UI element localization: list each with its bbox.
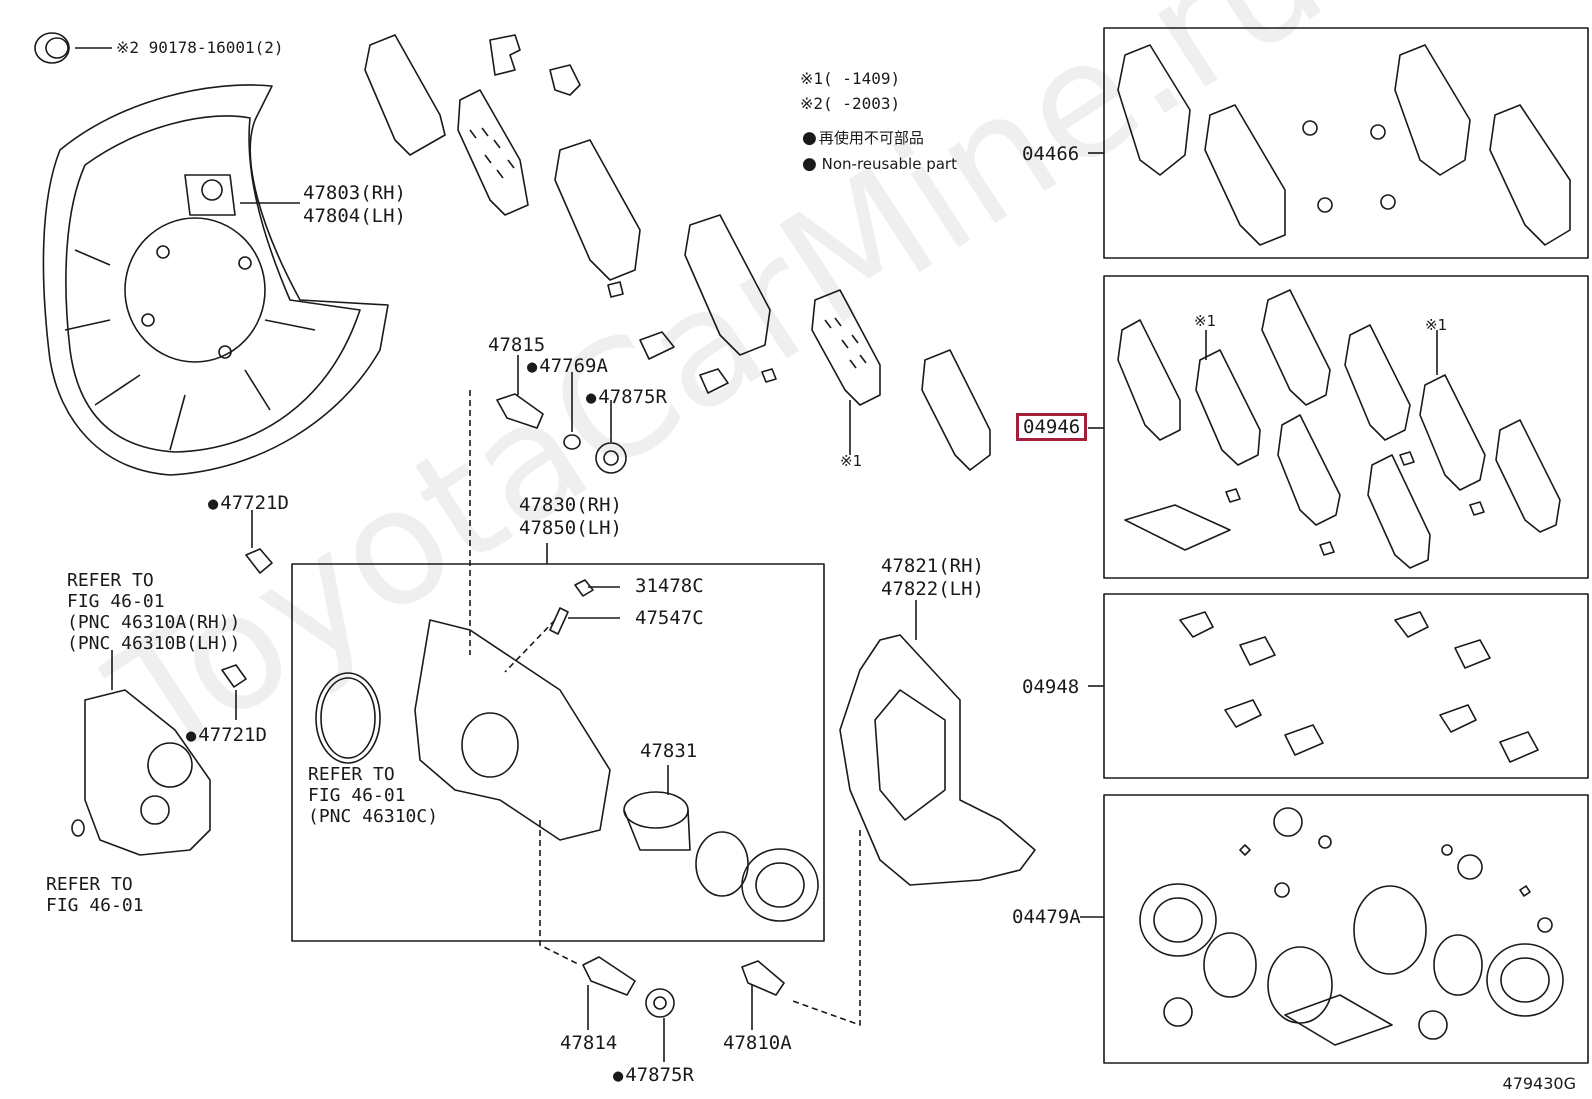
figure-code: 479430G (1502, 1074, 1576, 1093)
label-47814[interactable]: 47814 (560, 1032, 618, 1054)
kit-04946-parts (1117, 289, 1561, 569)
refer-plug[interactable]: REFER TO FIG 46-01 (46, 874, 144, 916)
kit-label-04948[interactable]: 04948 (1022, 676, 1080, 698)
kit-label-04946[interactable]: 04946 (1016, 413, 1088, 441)
star-note-kit-a: ※1 (1194, 312, 1217, 330)
refer-ring[interactable]: REFER TO FIG 46-01 (PNC 46310C) (308, 764, 439, 827)
nut-icon (34, 32, 112, 64)
label-47769A[interactable]: 47769A (527, 357, 608, 376)
note-star1: ※1( -1409) (800, 69, 901, 88)
kit-box-04466 (1103, 27, 1589, 259)
label-47821-rh[interactable]: 47821(RH) (881, 555, 984, 577)
star-note-kit-b: ※1 (1425, 316, 1448, 334)
kit-box-04948 (1103, 593, 1589, 779)
label-47831[interactable]: 47831 (640, 740, 698, 762)
label-47721D-a[interactable]: 47721D (208, 494, 289, 513)
label-47547C[interactable]: 47547C (635, 607, 704, 629)
refer-actuator[interactable]: REFER TO FIG 46-01 (PNC 46310A(RH)) (PNC… (67, 570, 241, 654)
kit-04479A-parts (1139, 807, 1564, 1046)
caliper-drawing (315, 579, 819, 922)
label-nut-90178[interactable]: ※2 90178-16001(2) (116, 38, 284, 57)
kit-label-04466[interactable]: 04466 (1022, 143, 1080, 165)
label-47875R-bottom[interactable]: 47875R (613, 1066, 694, 1085)
guide-lines (469, 390, 861, 1026)
label-47850-lh[interactable]: 47850(LH) (519, 517, 622, 539)
note-star2: ※2( -2003) (800, 94, 901, 113)
kit-04948-parts (1179, 611, 1539, 763)
legend-en-row: ● Non-reusable part (802, 156, 957, 173)
mounting-bracket-drawing (839, 600, 1036, 886)
kit-box-04946 (1103, 275, 1589, 579)
brake-pad-drawings (364, 34, 991, 471)
label-47815[interactable]: 47815 (488, 334, 546, 356)
kit-04466-parts (1117, 44, 1571, 246)
label-47804-lh[interactable]: 47804(LH) (303, 205, 406, 227)
star-note-pad: ※1 (840, 452, 863, 470)
legend-jp: 再使用不可部品 (802, 130, 924, 147)
kit-label-04479A[interactable]: 04479A (1012, 906, 1081, 928)
label-47721D-b[interactable]: 47721D (186, 726, 267, 745)
actuator-drawing (71, 650, 211, 856)
caliper-box (291, 563, 825, 942)
kit-box-04479A (1103, 794, 1589, 1064)
dust-shield-drawing (42, 84, 389, 476)
label-47875R-top[interactable]: 47875R (586, 388, 667, 407)
legend-en: Non-reusable part (821, 155, 957, 173)
label-47822-lh[interactable]: 47822(LH) (881, 578, 984, 600)
label-47803-rh[interactable]: 47803(RH) (303, 182, 406, 204)
label-47810A[interactable]: 47810A (723, 1032, 792, 1054)
bolt-drawings (221, 355, 785, 1062)
label-47830-rh[interactable]: 47830(RH) (519, 494, 622, 516)
legend-dot-icon: ● (802, 154, 817, 174)
label-31478C[interactable]: 31478C (635, 575, 704, 597)
